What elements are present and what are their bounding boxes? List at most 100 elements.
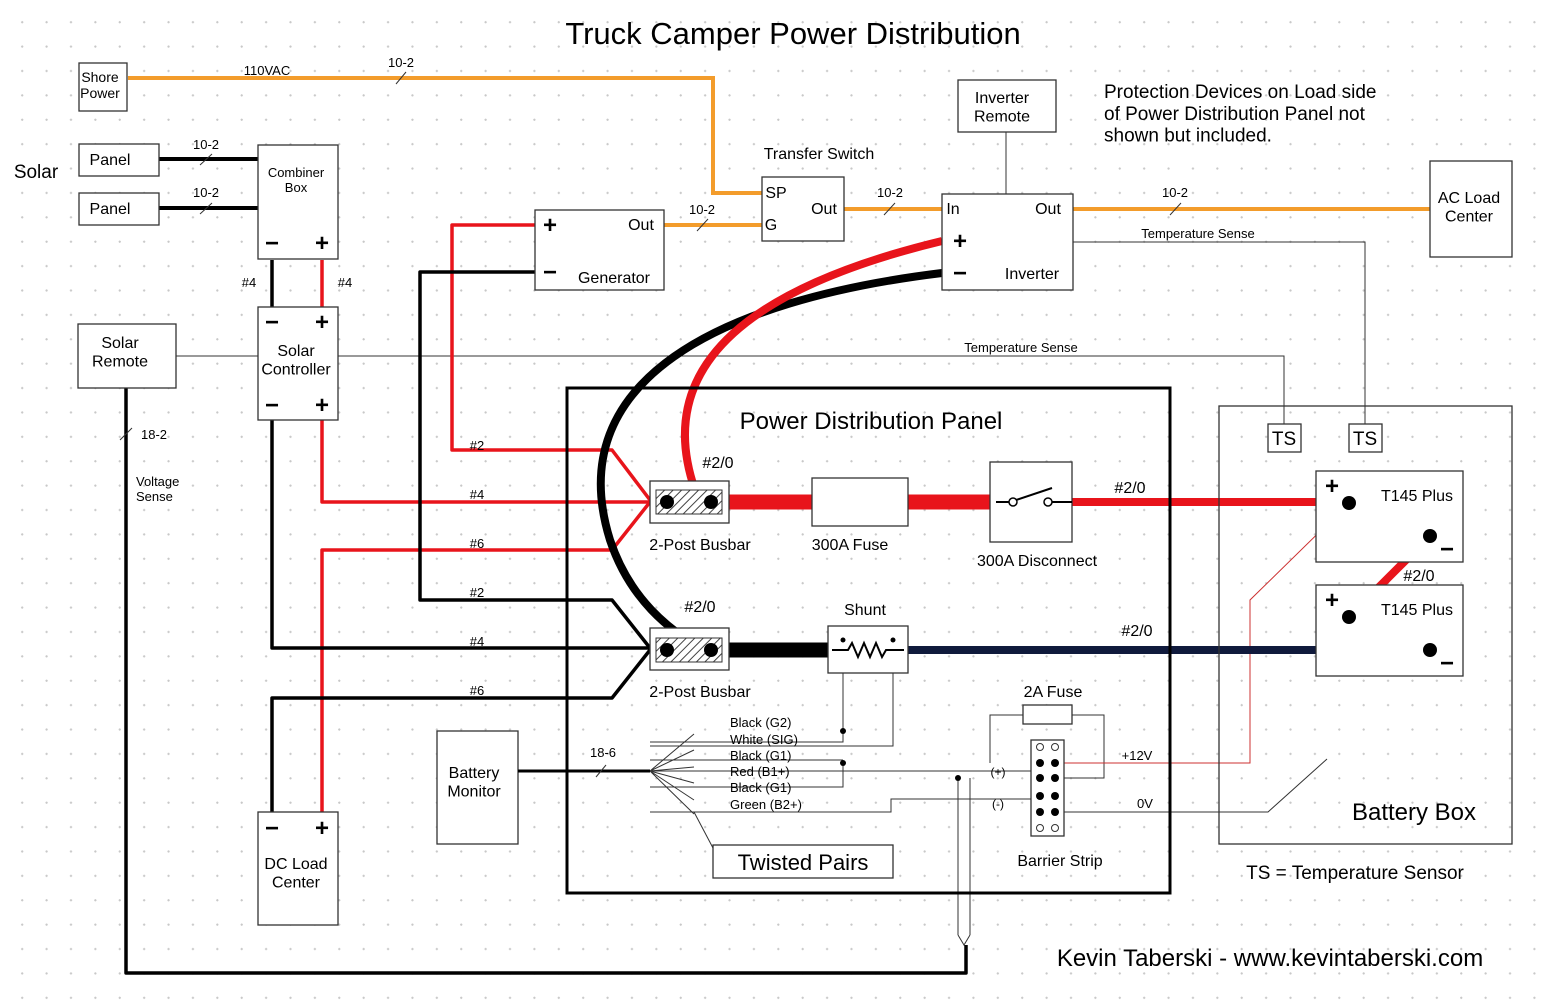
twisted-pairs-box: Twisted Pairs — [712, 844, 894, 879]
ts-out-label: Out — [811, 201, 837, 218]
busbar-neg-label: 2-Post Busbar — [649, 684, 751, 701]
pos-dc-label: #6 — [470, 536, 484, 551]
battery-1: + − T145 Plus — [1315, 470, 1464, 563]
ac-wires — [128, 76, 1430, 227]
shore-gauge-label: 10-2 — [388, 55, 414, 70]
inverter-label: Inverter — [1005, 266, 1060, 283]
inverter-positive-cable — [681, 237, 943, 506]
dc-negative-wires — [124, 260, 968, 975]
sc-top-minus-icon: − — [265, 309, 279, 336]
main-pos-label: #2/0 — [1114, 480, 1145, 497]
monitor-wire-label: Black (G2) — [730, 715, 791, 730]
busbar-pos-label: 2-Post Busbar — [649, 537, 751, 554]
ts-g-label: G — [765, 217, 777, 234]
generator-box: + − Out Generator — [534, 209, 665, 291]
battery-2-pos-terminal — [1342, 610, 1356, 624]
inverter-minus-icon: − — [953, 260, 967, 287]
battery-jumper-label: #2/0 — [1403, 568, 1434, 585]
solar-panel-wires — [159, 157, 258, 210]
junction-dot-1 — [840, 728, 846, 734]
panel-2-label: Panel — [90, 201, 131, 218]
barrier-strip-label: Barrier Strip — [1017, 853, 1102, 870]
negative-busbar: 2-Post Busbar — [649, 627, 751, 701]
solar-label: Solar — [14, 162, 59, 183]
ts-sp-label: SP — [765, 185, 786, 202]
busbar-neg-post-2 — [704, 643, 718, 657]
panel2-gauge-label: 10-2 — [193, 185, 219, 200]
ts1-label: TS — [1272, 429, 1296, 450]
minus-terminal-label: (-) — [992, 797, 1004, 811]
shunt-label: Shunt — [844, 602, 886, 619]
panel-1-label: Panel — [90, 152, 131, 169]
inverter-in-label: In — [946, 201, 959, 218]
inverter-out-label: Out — [1035, 201, 1061, 218]
main-neg-label: #2/0 — [1121, 623, 1152, 640]
pos-gen-label: #2 — [470, 438, 484, 453]
inverter-negative-cable — [596, 269, 943, 652]
ts-inv-gauge-label: 10-2 — [877, 185, 903, 200]
monitor-gauge-label: 18-6 — [590, 745, 616, 760]
generator-out-label: Out — [628, 217, 654, 234]
battery-box-border — [1218, 405, 1513, 845]
combiner-neg-label: #4 — [242, 275, 256, 290]
sc-bottom-plus-icon: + — [315, 392, 329, 419]
monitor-wire-label: Black (G1) — [730, 748, 791, 763]
battery-1-neg-terminal — [1423, 529, 1437, 543]
battery-1-plus-icon: + — [1325, 473, 1339, 500]
combiner-pos-label: #4 — [338, 275, 352, 290]
diagram-title: Truck Camper Power Distribution — [565, 16, 1020, 51]
battery-2-minus-icon: − — [1440, 650, 1454, 677]
busbar-neg-post-1 — [660, 643, 674, 657]
busbar-pos-post-1 — [660, 495, 674, 509]
combiner-plus-icon: + — [315, 230, 329, 257]
generator-minus-icon: − — [543, 259, 557, 286]
disconnect-switch-arm — [1015, 487, 1053, 501]
inv-ac-gauge-label: 10-2 — [1162, 185, 1188, 200]
positive-busbar: 2-Post Busbar — [649, 480, 751, 554]
signal-wire-red — [1064, 502, 1350, 764]
inverter-plus-icon: + — [953, 228, 967, 255]
inverter-box: In Out + − Inverter — [941, 193, 1074, 291]
pos-busbar-label: #2/0 — [702, 455, 733, 472]
battery-2-neg-terminal — [1423, 643, 1437, 657]
panel1-gauge-label: 10-2 — [193, 137, 219, 152]
temp-sense-2-label: Temperature Sense — [1141, 226, 1254, 241]
plus-terminal-label: (+) — [991, 765, 1006, 779]
ts2-label: TS — [1353, 429, 1377, 450]
transfer-switch-title: Transfer Switch — [764, 146, 875, 163]
power-distribution-panel-border — [565, 386, 1172, 895]
dc-positive-wires — [320, 223, 652, 812]
neg-solar-label: #4 — [470, 634, 484, 649]
monitor-wire-labels: Black (G2) White (SIG) Black (G1) Red (B… — [730, 715, 802, 812]
busbar-pos-post-2 — [704, 495, 718, 509]
disconnect-label: 300A Disconnect — [977, 553, 1098, 570]
temp-sense-1-label: Temperature Sense — [964, 340, 1077, 355]
monitor-wire-label: Green (B2+) — [730, 797, 802, 812]
twisted-pairs-callout — [693, 811, 714, 849]
generator-label: Generator — [578, 270, 651, 287]
generator-plus-icon: + — [543, 212, 557, 239]
twisted-pair-bundle — [649, 733, 695, 815]
fuse-2a: 2A Fuse — [1022, 684, 1082, 725]
battery-2-plus-icon: + — [1325, 587, 1339, 614]
junction-dot-2 — [840, 760, 846, 766]
v0-label: 0V — [1137, 796, 1153, 811]
gen-gauge-label: 10-2 — [689, 202, 715, 217]
battery-1-minus-icon: − — [1440, 536, 1454, 563]
shunt-resistor-icon — [832, 640, 904, 660]
barrier-strip: Barrier Strip — [1017, 739, 1103, 870]
ac-110-label: 110VAC — [244, 63, 291, 78]
